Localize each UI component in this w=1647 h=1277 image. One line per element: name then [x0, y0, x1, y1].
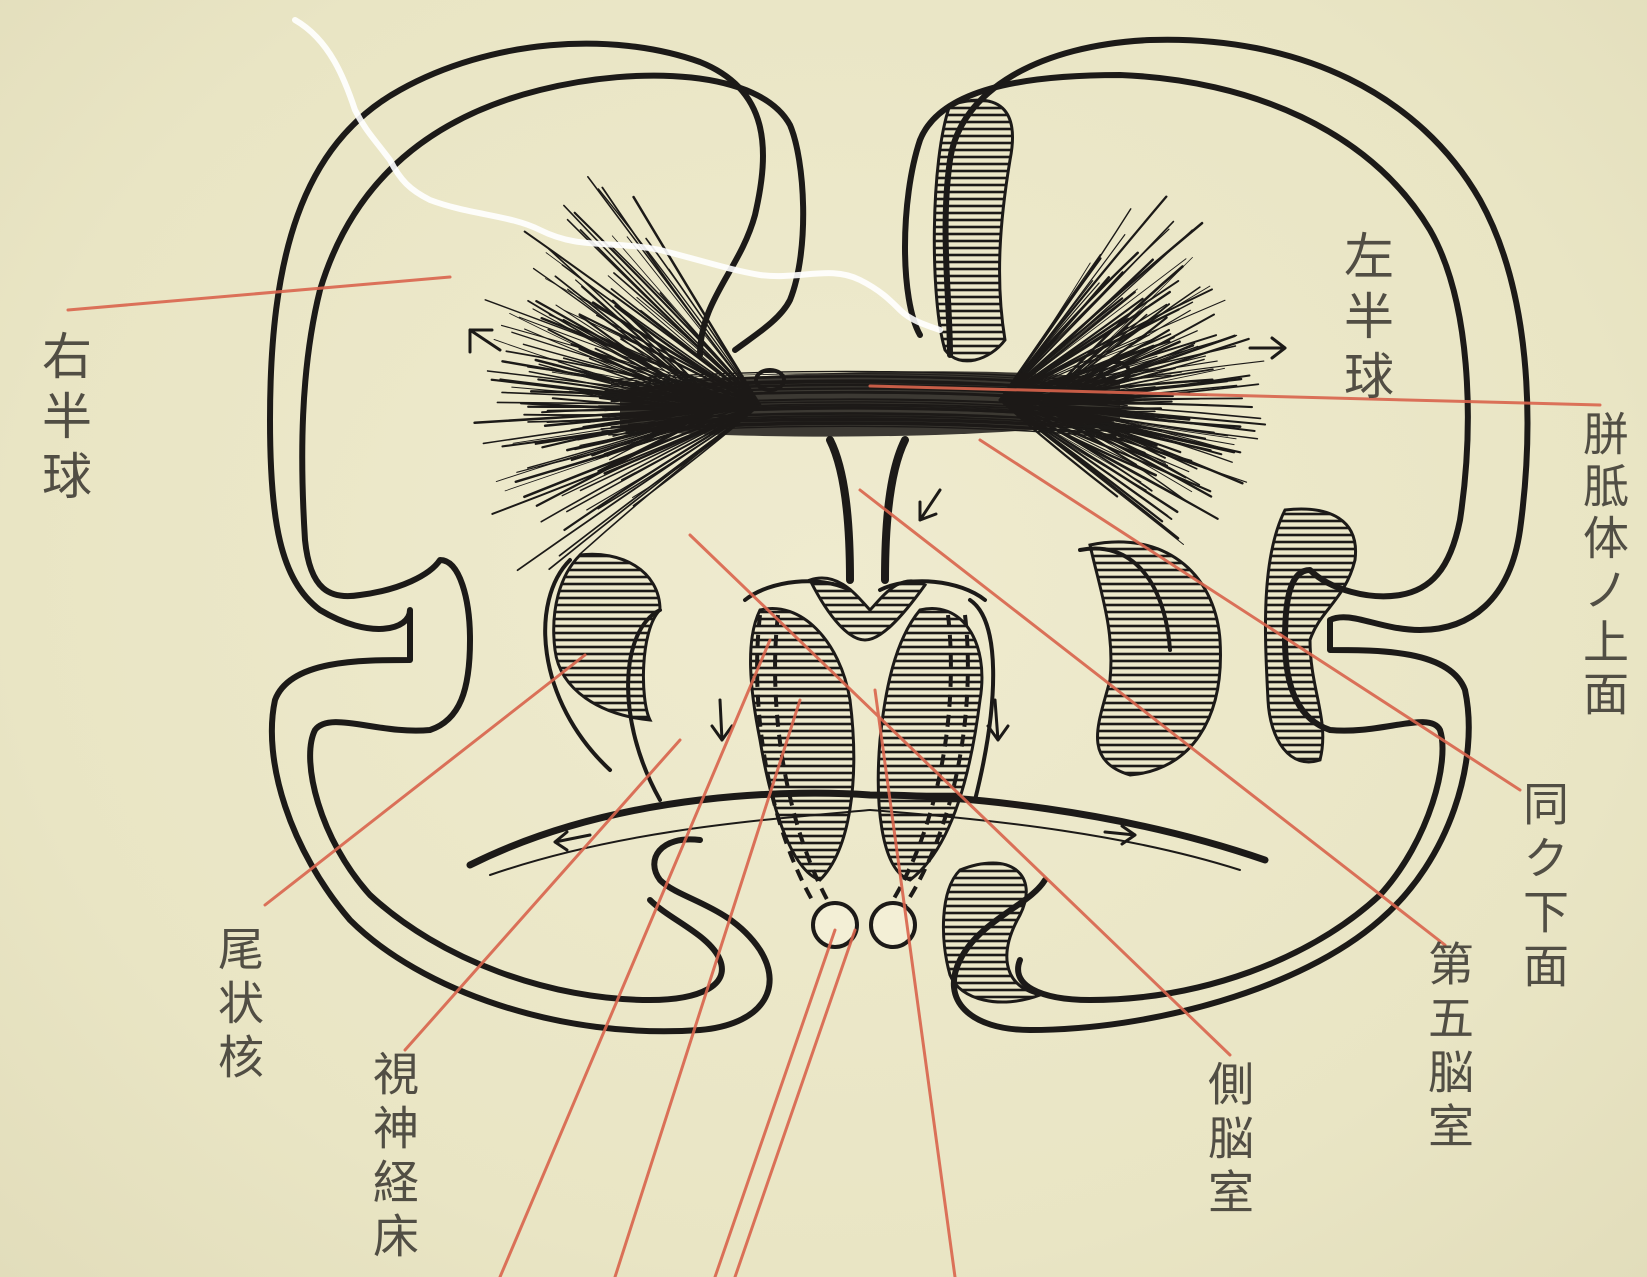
label-optic-thalamus: 視神経床	[370, 1050, 416, 1266]
fornix-pillars	[830, 440, 905, 580]
leader-right-hemisphere	[68, 277, 450, 310]
leader-down-4	[735, 930, 855, 1277]
label-fifth-ventricle: 第五脳室	[1425, 940, 1471, 1156]
label-right-hemisphere: 右半球	[38, 330, 88, 510]
label-corpus-callosum-lower: 同ク下面	[1520, 780, 1566, 996]
label-corpus-callosum-upper: 胼胝体ノ上面	[1580, 410, 1626, 750]
leader-optic-thalamus	[405, 740, 680, 1050]
leader-down-3	[715, 930, 835, 1277]
right-hemisphere-cortex	[270, 44, 803, 1032]
label-left-hemisphere: 左半球	[1340, 230, 1390, 410]
label-caudate-nucleus: 尾状核	[215, 925, 261, 1087]
leader-callosum-lower	[980, 440, 1520, 790]
label-lateral-ventricle: 側脳室	[1205, 1060, 1251, 1222]
